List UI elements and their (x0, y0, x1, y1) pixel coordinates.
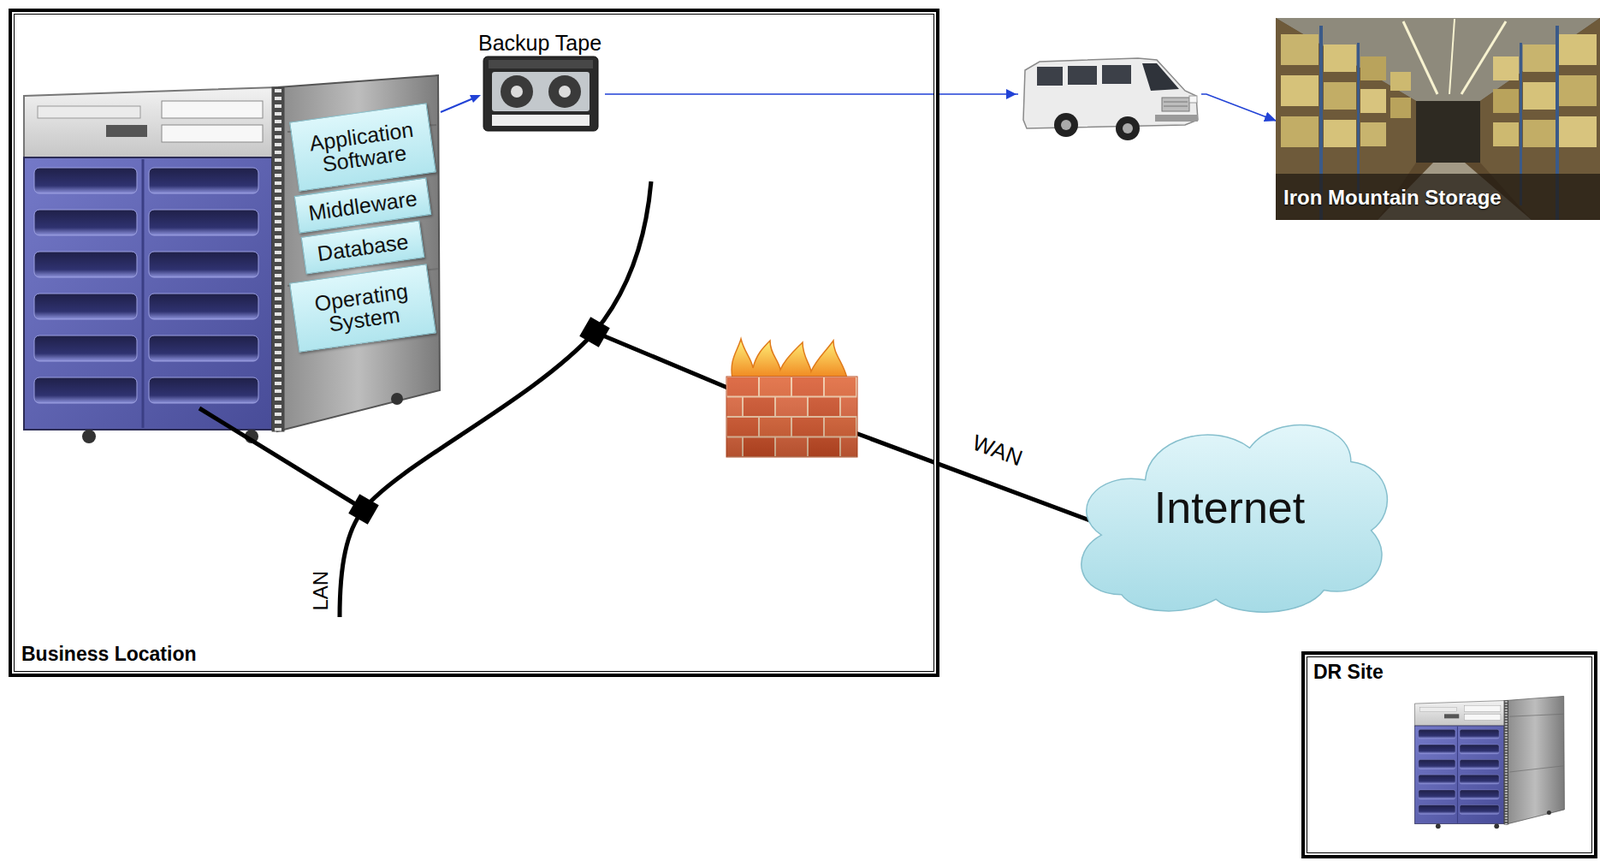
warehouse-photo (1323, 119, 1357, 148)
node-text: Iron Mountain Storage (1283, 185, 1502, 210)
link-label: LAN (309, 570, 332, 611)
warehouse-photo (1558, 116, 1597, 148)
node-text: Application Software (298, 116, 427, 178)
dr-server-illustration (1414, 695, 1565, 829)
warehouse-photo (1360, 122, 1387, 147)
courier-van (1155, 114, 1198, 122)
server-illustration (23, 75, 440, 444)
tape-cartridge (483, 56, 599, 131)
warehouse-photo (1493, 122, 1519, 147)
warehouse-photo (1275, 17, 1600, 220)
courier-van (1142, 63, 1180, 91)
node-text: Backup Tape (478, 30, 602, 56)
courier-van (1115, 116, 1140, 141)
warehouse-photo (1275, 17, 1600, 220)
lan-cable (199, 408, 364, 510)
warehouse-photo (1558, 34, 1597, 66)
warehouse-photo (1522, 82, 1556, 110)
warehouse-photo (1390, 97, 1411, 119)
warehouse-photo (1522, 44, 1556, 72)
courier-van (1006, 88, 1017, 100)
link-label: WAN (969, 429, 1026, 470)
warehouse-photo (1275, 173, 1600, 220)
warehouse-photo (1280, 34, 1319, 66)
storage-photo: Iron Mountain Storage (1275, 17, 1600, 220)
layer-tag: Operating System (289, 263, 437, 353)
transport-arrow (604, 94, 1276, 121)
warehouse-photo (1323, 44, 1357, 72)
tape-cartridge (491, 114, 590, 126)
backup-arrow (469, 94, 481, 103)
warehouse-photo (1416, 100, 1481, 163)
tape-cartridge (483, 56, 599, 131)
dr-site-box: DR Site (1301, 651, 1598, 859)
node-text: Internet (1154, 481, 1305, 534)
tape-media: Backup Tape (474, 29, 605, 134)
courier-van (1060, 119, 1072, 131)
courier-van (1122, 123, 1133, 134)
courier-van (1006, 58, 1202, 141)
tape-cartridge (500, 75, 534, 108)
courier-van (1067, 65, 1097, 85)
backup-arrow (440, 94, 481, 113)
backup-arrow (440, 98, 474, 113)
warehouse-photo (1280, 116, 1319, 148)
node-text: Operating System (298, 277, 427, 339)
internet-cloud: Internet (1060, 392, 1399, 623)
courier-van (1163, 106, 1188, 107)
warehouse-photo (1280, 75, 1319, 107)
lan-cable (348, 493, 380, 525)
lan-cable (199, 181, 732, 617)
lan-cable (579, 316, 611, 348)
firewall-icon (726, 376, 858, 457)
courier-van (1054, 112, 1079, 137)
firewall-icon (726, 376, 858, 457)
firewall-icon (726, 338, 858, 457)
cloud-outline (1081, 424, 1388, 612)
courier-van (1189, 95, 1198, 103)
site-region: Business Location Application SoftwareMid… (8, 8, 940, 677)
node-text: Middleware (307, 186, 419, 225)
node-text: Business Location (21, 642, 196, 666)
warehouse-photo (1360, 56, 1387, 81)
server-illustration (23, 75, 440, 444)
firewall-icon (731, 338, 848, 379)
courier-van (1037, 66, 1063, 86)
warehouse-photo (1558, 75, 1597, 107)
node-text: Database (315, 230, 410, 266)
warehouse-photo (1449, 18, 1455, 95)
warehouse-photo (1493, 56, 1519, 81)
tape-cartridge (510, 85, 523, 98)
warehouse-photo (1493, 88, 1519, 113)
courier-van (1102, 65, 1132, 84)
lan-cable (594, 331, 732, 390)
warehouse-photo (1390, 71, 1411, 91)
tape-cartridge (558, 85, 571, 98)
dr-server-illustration (1414, 695, 1565, 829)
warehouse-photo (1522, 119, 1556, 148)
tape-cartridge (491, 71, 590, 112)
node-text: DR Site (1313, 660, 1384, 684)
courier-van (1023, 58, 1198, 129)
courier-van (1161, 97, 1190, 112)
warehouse-photo (1323, 82, 1357, 110)
courier-van (1163, 101, 1188, 103)
warehouse-photo (1360, 88, 1387, 113)
tape-cartridge (548, 75, 581, 108)
tape-cartridge (488, 59, 593, 69)
